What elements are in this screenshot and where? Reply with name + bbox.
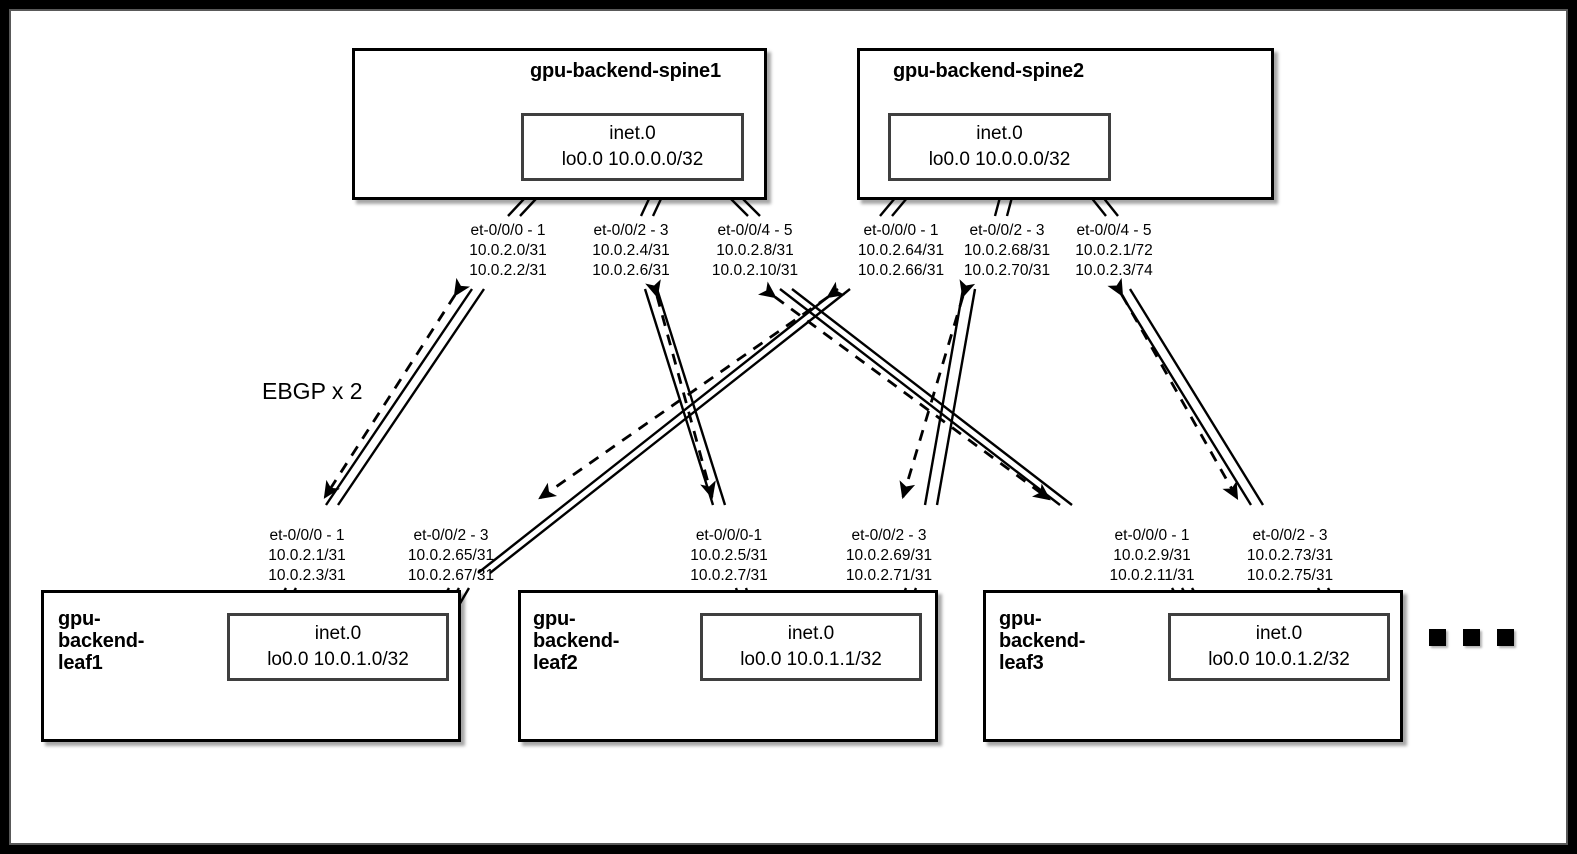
rib-route-leaf3: lo0.0 10.0.1.2/32 — [1208, 649, 1350, 670]
node-title-leaf2: gpu- backend- leaf2 — [533, 608, 619, 674]
port-subnet-b: 10.0.2.11/31 — [1109, 567, 1195, 584]
rib-route-spine1: lo0.0 10.0.0.0/32 — [561, 149, 704, 170]
port-subnet-b: 10.0.2.3/74 — [1075, 262, 1153, 279]
port-interface: et-0/0/2 - 3 — [969, 222, 1045, 239]
node-title-line: leaf1 — [58, 652, 103, 674]
port-interface: et-0/0/2 - 3 — [1252, 527, 1328, 544]
rib-table-spine1: inet.0 lo0.0 10.0.0.0/32 — [521, 113, 744, 181]
node-title-leaf1: gpu- backend- leaf1 — [58, 608, 144, 674]
rib-route-spine2: lo0.0 10.0.0.0/32 — [928, 149, 1071, 170]
rib-route-leaf2: lo0.0 10.0.1.1/32 — [740, 649, 882, 670]
node-title-spine2: gpu-backend-spine2 — [893, 60, 1084, 82]
node-title-line: gpu- — [999, 608, 1042, 630]
node-title-line: gpu- — [533, 608, 576, 630]
port-subnet-a: 10.0.2.73/31 — [1246, 547, 1334, 564]
port-interface: et-0/0/2 - 3 — [593, 222, 669, 239]
port-label-spine2-p2: et-0/0/4 - 5 10.0.2.1/72 10.0.2.3/74 — [1062, 221, 1166, 281]
port-interface: et-0/0/0 - 1 — [470, 222, 546, 239]
port-subnet-a: 10.0.2.69/31 — [845, 547, 933, 564]
port-label-spine2-p0: et-0/0/0 - 1 10.0.2.64/31 10.0.2.66/31 — [849, 221, 953, 281]
port-subnet-b: 10.0.2.3/31 — [268, 567, 346, 584]
node-title-line: backend- — [533, 630, 620, 652]
link-spine2-p2-leaf3-p1 — [1116, 288, 1265, 506]
port-subnet-b: 10.0.2.75/31 — [1246, 567, 1334, 584]
port-subnet-b: 10.0.2.2/31 — [469, 262, 547, 279]
node-title-line: leaf2 — [533, 652, 578, 674]
port-subnet-a: 10.0.2.65/31 — [407, 547, 495, 564]
port-interface: et-0/0/0 - 1 — [1114, 527, 1190, 544]
port-label-leaf3-p0: et-0/0/0 - 1 10.0.2.9/31 10.0.2.11/31 — [1100, 526, 1204, 586]
port-subnet-a: 10.0.2.68/31 — [963, 242, 1051, 259]
rib-name-spine1: inet.0 — [609, 123, 656, 144]
port-subnet-a: 10.0.2.9/31 — [1113, 547, 1191, 564]
node-title-line: leaf3 — [999, 652, 1044, 674]
port-subnet-a: 10.0.2.64/31 — [857, 242, 945, 259]
port-interface: et-0/0/4 - 5 — [717, 222, 793, 239]
port-interface: et-0/0/0 - 1 — [269, 527, 345, 544]
ebgp-session-spine1p1-leaf2p0 — [645, 279, 716, 500]
port-label-leaf1-p1: et-0/0/2 - 3 10.0.2.65/31 10.0.2.67/31 — [399, 526, 503, 586]
port-interface: et-0/0/0 - 1 — [863, 222, 939, 239]
port-subnet-b: 10.0.2.67/31 — [407, 567, 495, 584]
node-title-line: backend- — [999, 630, 1086, 652]
rib-name-spine2: inet.0 — [976, 123, 1023, 144]
port-subnet-a: 10.0.2.1/31 — [268, 547, 346, 564]
ellipsis-dot — [1463, 629, 1480, 646]
port-label-spine1-p2: et-0/0/4 - 5 10.0.2.8/31 10.0.2.10/31 — [703, 221, 807, 281]
node-title-line: backend- — [58, 630, 145, 652]
port-label-leaf2-p0: et-0/0/0-1 10.0.2.5/31 10.0.2.7/31 — [680, 526, 778, 586]
port-subnet-b: 10.0.2.6/31 — [592, 262, 670, 279]
rib-table-leaf2: inet.0 lo0.0 10.0.1.1/32 — [700, 613, 922, 681]
ebgp-session-spine2p1-leaf2p1 — [899, 279, 976, 500]
rib-table-leaf1: inet.0 lo0.0 10.0.1.0/32 — [227, 613, 449, 681]
port-interface: et-0/0/0-1 — [695, 527, 763, 544]
port-label-spine1-p1: et-0/0/2 - 3 10.0.2.4/31 10.0.2.6/31 — [583, 221, 679, 281]
port-interface: et-0/0/4 - 5 — [1076, 222, 1152, 239]
rib-name-leaf3: inet.0 — [1255, 623, 1303, 644]
port-subnet-b: 10.0.2.7/31 — [690, 567, 768, 584]
node-title-spine1: gpu-backend-spine1 — [530, 60, 721, 82]
port-subnet-a: 10.0.2.8/31 — [716, 242, 794, 259]
node-title-line: gpu- — [58, 608, 101, 630]
port-subnet-a: 10.0.2.4/31 — [592, 242, 670, 259]
port-label-leaf1-p0: et-0/0/0 - 1 10.0.2.1/31 10.0.2.3/31 — [258, 526, 356, 586]
rib-route-leaf1: lo0.0 10.0.1.0/32 — [267, 649, 409, 670]
port-subnet-a: 10.0.2.5/31 — [690, 547, 768, 564]
ebgp-session-spine1p0-leaf1p0 — [323, 277, 471, 499]
rib-name-leaf2: inet.0 — [787, 623, 835, 644]
port-label-leaf2-p1: et-0/0/2 - 3 10.0.2.69/31 10.0.2.71/31 — [837, 526, 941, 586]
ellipsis-dot — [1429, 629, 1446, 646]
ebgp-annotation-label: EBGP x 2 — [262, 378, 363, 404]
port-subnet-b: 10.0.2.71/31 — [845, 567, 933, 584]
rib-table-leaf3: inet.0 lo0.0 10.0.1.2/32 — [1168, 613, 1390, 681]
port-subnet-b: 10.0.2.66/31 — [857, 262, 945, 279]
ellipsis-dot — [1497, 629, 1514, 646]
rib-name-leaf1: inet.0 — [314, 623, 362, 644]
ebgp-session-arrows — [323, 277, 1239, 501]
port-subnet-b: 10.0.2.70/31 — [963, 262, 1051, 279]
port-subnet-a: 10.0.2.1/72 — [1075, 242, 1153, 259]
port-label-leaf3-p1: et-0/0/2 - 3 10.0.2.73/31 10.0.2.75/31 — [1238, 526, 1342, 586]
link-spine1-p2-leaf3-p0 — [779, 288, 1073, 506]
port-interface: et-0/0/2 - 3 — [413, 527, 489, 544]
node-title-leaf3: gpu- backend- leaf3 — [999, 608, 1085, 674]
rib-table-spine2: inet.0 lo0.0 10.0.0.0/32 — [888, 113, 1111, 181]
port-subnet-b: 10.0.2.10/31 — [711, 262, 799, 279]
more-leaves-ellipsis-icon — [1429, 629, 1514, 646]
link-spine2-p0-leaf1-p1 — [477, 288, 851, 574]
port-subnet-a: 10.0.2.0/31 — [469, 242, 547, 259]
port-label-spine2-p1: et-0/0/2 - 3 10.0.2.68/31 10.0.2.70/31 — [955, 221, 1059, 281]
port-label-spine1-p0: et-0/0/0 - 1 10.0.2.0/31 10.0.2.2/31 — [460, 221, 556, 281]
port-interface: et-0/0/2 - 3 — [851, 527, 927, 544]
